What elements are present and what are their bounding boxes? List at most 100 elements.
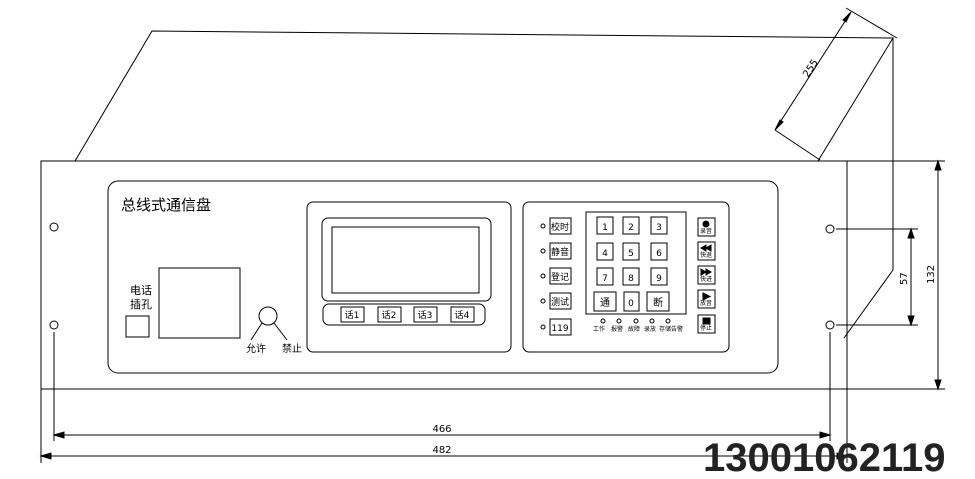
keypad: 1 2 3 4 5 6 7 8 9 通 0 断 (593, 216, 670, 312)
keypad-key-label: 断 (653, 296, 663, 309)
mounting-hole (825, 224, 835, 234)
keypad-key-label: 8 (628, 274, 634, 284)
phone-number: 13001062119 (703, 436, 946, 479)
key-switch[interactable] (250, 306, 288, 341)
lcd-button-3[interactable] (413, 306, 438, 323)
lcd-button-label: 话1 (345, 309, 360, 321)
media-key-label: 停止 (700, 324, 712, 332)
function-led (540, 298, 546, 304)
speaker-window (158, 267, 241, 339)
lcd-module (306, 201, 512, 353)
dimension-width (39, 332, 849, 463)
fast-forward-icon (700, 268, 707, 276)
function-key-label: 校时 (551, 221, 569, 233)
play-button[interactable]: 放音 (697, 289, 716, 309)
function-led (540, 273, 546, 279)
lcd-bezel (321, 217, 492, 302)
dimension-height-label: 132 (926, 265, 937, 284)
front-panel (40, 160, 848, 390)
lcd-button-1[interactable] (340, 306, 365, 323)
rewind-button[interactable]: 快退 (697, 241, 716, 261)
dimension-depth-label: 255 (801, 58, 821, 80)
indicator-label: 存储告警 (659, 325, 683, 333)
lcd-button-4[interactable] (450, 306, 475, 323)
function-key-label: 登记 (551, 272, 569, 283)
keypad-key-label: 4 (602, 249, 608, 259)
function-key-mute[interactable] (549, 242, 572, 260)
panel-title: 总线式通信盘 (121, 196, 211, 214)
phone-jack-label: 插孔 (130, 297, 152, 311)
keypad-key-label: 6 (656, 249, 662, 259)
indicator-label: 录放 (644, 325, 656, 333)
lcd-screen (331, 226, 480, 294)
dimension-inner-width-label: 466 (432, 424, 451, 435)
keypad-key-label: 9 (656, 274, 662, 284)
record-button[interactable]: 录音 (697, 217, 716, 237)
stop-button[interactable]: 停止 (697, 314, 716, 334)
keypad-key-label: 5 (628, 249, 634, 259)
lcd-button-label: 话4 (455, 309, 470, 321)
keypad-key-disconnect[interactable] (646, 291, 670, 312)
phone-jack-label: 电话 (130, 284, 152, 297)
function-led (540, 223, 546, 229)
indicator-label: 故障 (628, 325, 640, 333)
phone-jack[interactable] (125, 315, 150, 338)
allow-label: 允许 (246, 342, 266, 355)
fast-forward-button[interactable]: 快进 (697, 265, 716, 285)
function-key-119[interactable] (549, 318, 572, 336)
dimension-hole-spacing-label: 57 (899, 272, 910, 285)
keypad-frame (585, 211, 687, 315)
function-keys: 校时 静音 登记 测试 119 (540, 217, 572, 336)
media-key-label: 放音 (700, 299, 712, 307)
function-key-test[interactable] (549, 292, 572, 310)
indicator-led (616, 318, 622, 324)
keypad-key-connect[interactable] (593, 291, 617, 312)
indicator-led (649, 318, 655, 324)
function-led (540, 248, 546, 254)
mounting-hole (49, 222, 59, 232)
keypad-key-1[interactable] (596, 216, 614, 235)
keypad-key-7[interactable] (596, 267, 614, 286)
keypad-key-label: 2 (628, 223, 634, 233)
function-key-label: 静音 (551, 246, 569, 258)
keypad-module (522, 201, 730, 353)
dimension-height (847, 159, 945, 391)
keypad-key-9[interactable] (650, 267, 668, 286)
media-key-label: 快进 (700, 275, 712, 283)
keypad-key-4[interactable] (596, 242, 614, 261)
dimension-hole-spacing (836, 227, 918, 327)
keypad-key-8[interactable] (622, 267, 640, 286)
lcd-button-label: 话3 (418, 309, 433, 321)
keypad-key-label: 7 (602, 274, 608, 284)
function-key-register[interactable] (549, 267, 572, 285)
keypad-key-label: 0 (628, 299, 634, 309)
forbid-label: 禁止 (282, 343, 302, 355)
keypad-key-2[interactable] (622, 216, 640, 235)
media-key-label: 快退 (700, 251, 712, 259)
indicator-led (633, 318, 639, 324)
key-switch-knob (258, 306, 278, 326)
stop-icon (702, 317, 711, 325)
media-key-label: 录音 (700, 227, 712, 235)
indicator-label: 报警 (611, 325, 623, 333)
panel-inner-frame (107, 180, 779, 374)
mounting-holes (49, 222, 835, 330)
function-key-label: 测试 (551, 296, 569, 308)
keypad-key-5[interactable] (622, 242, 640, 261)
keypad-key-6[interactable] (650, 242, 668, 261)
indicator-label: 工作 (593, 325, 605, 333)
dimension-depth (774, 7, 898, 161)
keypad-key-3[interactable] (650, 216, 668, 235)
chassis-side (843, 38, 894, 339)
mounting-hole (49, 320, 59, 330)
keypad-key-0[interactable] (623, 291, 640, 312)
function-key-time[interactable] (549, 217, 572, 235)
lcd-button-2[interactable] (377, 306, 402, 323)
keypad-key-label: 通 (600, 297, 610, 309)
lcd-button-strip (322, 303, 486, 326)
keypad-key-label: 3 (656, 223, 662, 233)
lcd-button-label: 话2 (382, 309, 397, 321)
indicator-led (665, 318, 671, 324)
keypad-key-label: 1 (602, 223, 608, 233)
